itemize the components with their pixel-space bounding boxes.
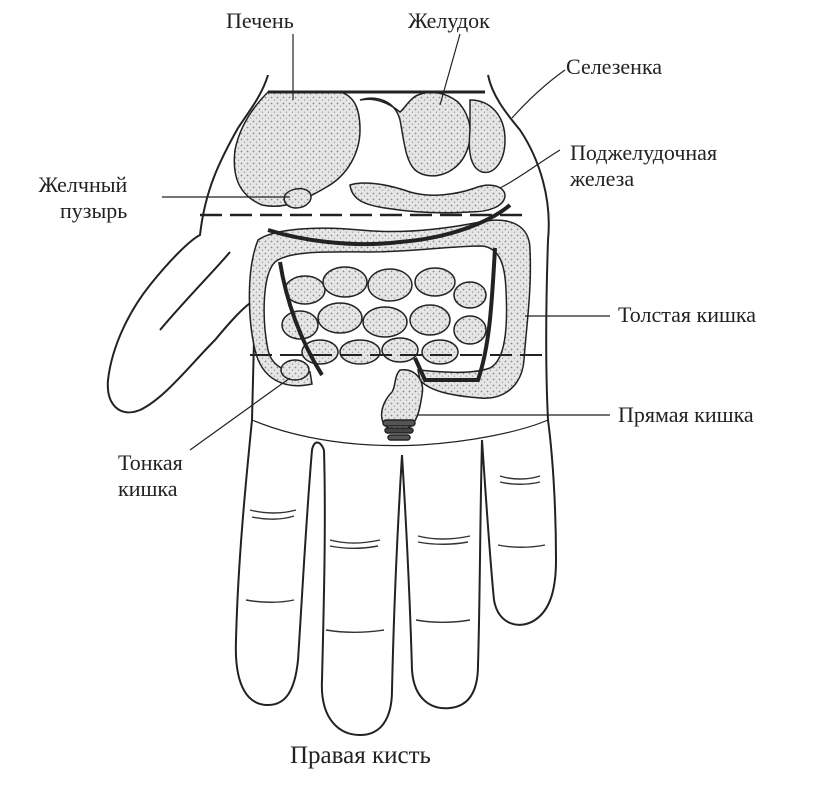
label-small-intestine-line1: Тонкая: [118, 450, 183, 475]
stomach-shape: [359, 91, 472, 177]
label-gallbladder-line1: Желчный: [38, 172, 128, 197]
finger-creases: [245, 475, 546, 633]
label-gallbladder: Желчный пузырь: [28, 172, 128, 224]
label-spleen: Селезенка: [566, 54, 663, 79]
hand-outline: [106, 74, 557, 736]
small-intestine-loops: [280, 266, 487, 381]
leader-lines: [162, 33, 610, 451]
label-rectum: Прямая кишка: [618, 402, 754, 427]
label-large-intestine: Толстая кишка: [618, 302, 757, 327]
spleen-shape: [468, 99, 506, 174]
label-liver: Печень: [226, 8, 294, 33]
diagram-caption: Правая кисть: [290, 742, 431, 769]
label-pancreas-line2: железа: [570, 166, 635, 191]
label-small-intestine: Тонкая кишка: [118, 450, 183, 502]
label-small-intestine-line2: кишка: [118, 476, 178, 501]
zone-lines: [200, 90, 545, 356]
label-stomach: Желудок: [408, 8, 490, 33]
gallbladder-shape: [283, 187, 312, 209]
rectum-bands: [382, 419, 416, 441]
label-pancreas-line1: Поджелудочная: [570, 140, 718, 165]
label-gallbladder-line2: пузырь: [60, 198, 128, 223]
pancreas-shape: [349, 182, 506, 214]
label-pancreas: Поджелудочная железа: [570, 140, 717, 192]
organs: [233, 91, 532, 441]
